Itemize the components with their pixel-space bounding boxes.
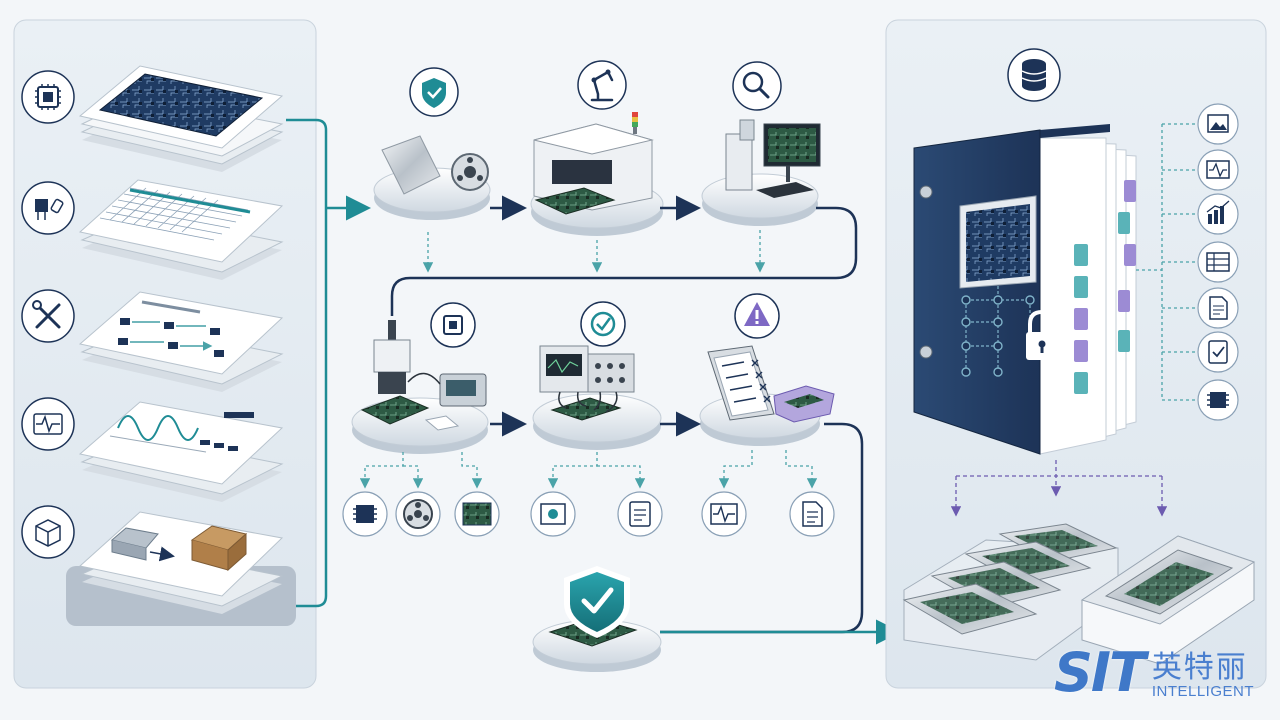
box-icon [21,505,75,559]
bar-chart-icon [1197,193,1239,235]
logo-chinese-name: 英特丽 [1151,650,1248,685]
left-icons [21,70,75,559]
gear-icon [530,491,576,537]
doc-stack-pcb-layout [78,65,284,172]
station-test-equipment [532,345,662,450]
flow-connector-1 [390,206,858,316]
document-icon [789,491,835,537]
magnifier-icon [732,61,782,111]
components-icon [21,181,75,235]
logo-mark: SIT [1053,641,1146,704]
process-row-2 [351,293,835,454]
shield-check-icon [564,566,630,638]
checklist-icon [1197,331,1239,373]
station-final-approved [532,566,662,672]
shipping-box [1080,535,1256,665]
waveform-icon [701,491,747,537]
waveform-icon [1197,149,1239,191]
waveform-icon [21,397,75,451]
document-icon [1197,287,1239,329]
binder-tabs [1074,180,1136,394]
doc-stack-packaging [66,511,296,626]
database-icon [1007,48,1061,102]
lock-icon [1026,309,1058,360]
station-quality-check [699,345,835,446]
reel-icon [395,491,441,537]
chip-icon [430,302,476,348]
image-icon [1197,103,1239,145]
process-row-1 [373,60,821,273]
packaging-arrows [950,460,1168,517]
doc-stack-table [78,179,284,280]
logo-english-name: INTELLIGENT [1151,683,1254,700]
tools-icon [21,289,75,343]
sub-branches [359,450,818,489]
binder-side-tree [1136,123,1196,401]
station-programming [351,320,489,454]
esd-bag [902,583,1038,635]
company-logo: SIT 英特丽 INTELLIGENT [1054,646,1254,700]
warning-icon [734,293,780,339]
left-connector [286,118,371,608]
flow-connector-2 [660,422,864,634]
chip-icon [21,70,75,124]
chip-icon [1197,379,1239,421]
station-incoming-materials [373,135,491,220]
packaging-output [902,523,1256,665]
table-icon [1197,241,1239,283]
binder-side-icons [1197,103,1239,421]
robot-arm-icon [577,60,627,110]
station-inspection [701,119,821,226]
shield-check-icon [409,67,459,117]
board-image-icon [454,491,500,537]
doc-stack-flowchart [78,291,284,392]
document-stacks [66,65,296,626]
check-circle-icon [580,301,626,347]
doc-stack-waveform [78,401,284,502]
trace-binder [913,124,1137,455]
document-icon [617,491,663,537]
logo-text-group: 英特丽 INTELLIGENT [1152,652,1254,700]
sub-icons [342,491,835,537]
station-printer [530,112,664,236]
chip-icon [342,491,388,537]
